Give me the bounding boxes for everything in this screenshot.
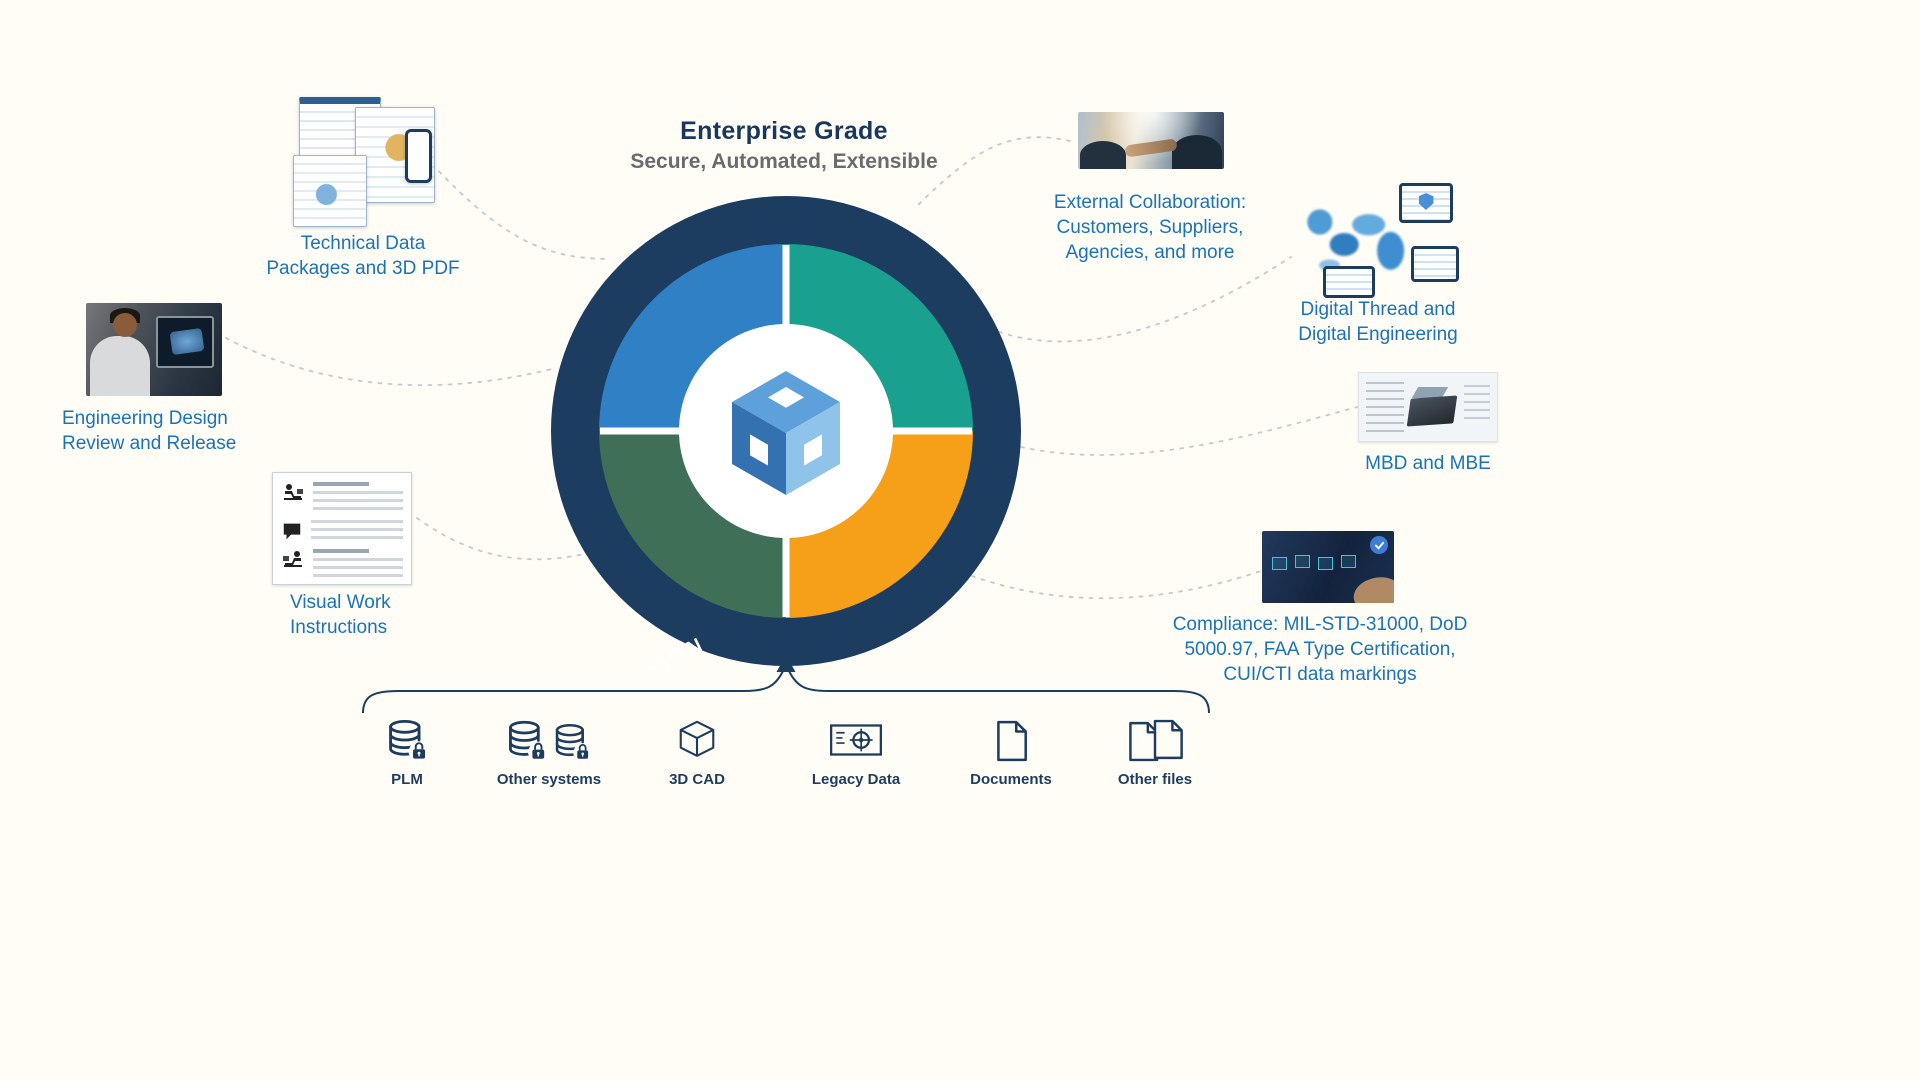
source-label: Documents <box>970 771 1052 788</box>
operator-person-icon <box>283 551 302 567</box>
instruction-row <box>281 520 403 542</box>
source-3d-cad: 3D CAD <box>632 708 762 788</box>
instruction-row <box>281 549 403 580</box>
files-icon <box>1129 719 1183 762</box>
handshake <box>1124 138 1178 158</box>
cad-model <box>169 327 205 356</box>
person-silhouette <box>1172 135 1222 169</box>
callout-compliance: Compliance: MIL-STD-31000, DoD 5000.97, … <box>1160 612 1480 687</box>
instruction-row <box>281 482 403 513</box>
circuit-icon <box>1318 557 1333 570</box>
callout-line: Engineering Design <box>62 408 228 429</box>
callout-line: Customers, Suppliers, <box>1056 217 1244 238</box>
technical-data-thumbnail <box>293 97 441 231</box>
connector-external-collab <box>916 136 1071 207</box>
platform-wheel: INTEGRATIONS COMPOSABLE SECURITY AUTOMAT… <box>551 196 1021 671</box>
callout-line: Visual Work <box>290 592 391 613</box>
callout-line: Packages and 3D PDF <box>266 258 460 279</box>
anark-cube-logo-icon <box>732 371 840 495</box>
callout-line: Digital Engineering <box>1298 324 1458 345</box>
person <box>90 336 150 396</box>
text-lines <box>311 520 403 542</box>
person-head <box>113 313 137 337</box>
source-legacy-data: Legacy Data <box>791 708 921 788</box>
work-instructions-thumbnail <box>272 472 412 585</box>
callout-line: Compliance: MIL-STD-31000, DoD <box>1172 614 1468 635</box>
database-lock-icon <box>389 719 430 762</box>
connector-technical-data <box>431 163 608 260</box>
pcb-model <box>1406 395 1458 427</box>
callout-digital-thread: Digital Thread and Digital Engineering <box>1278 297 1478 347</box>
hand <box>1348 568 1394 603</box>
ring-label-automation: AUTOMATION <box>581 633 705 671</box>
connector-engineering <box>225 337 557 387</box>
callout-line: CUI/CTI data markings <box>1223 664 1417 685</box>
legacy-drawing-icon <box>830 724 882 756</box>
sources-brace <box>362 670 1210 714</box>
tablet-device <box>1411 246 1459 282</box>
source-label: PLM <box>391 771 423 788</box>
chat-bubble-icon <box>283 523 301 540</box>
connector-visual-work <box>416 517 590 561</box>
callout-mbd: MBD and MBE <box>1328 451 1528 476</box>
svg-text:AUTOMATION: AUTOMATION <box>581 633 708 671</box>
connector-digital-thread <box>998 256 1292 343</box>
source-label: Legacy Data <box>811 771 901 788</box>
source-other-systems: Other systems <box>484 708 614 788</box>
callout-line: Instructions <box>290 617 388 638</box>
source-plm: PLM <box>342 708 472 788</box>
callout-line: Digital Thread and <box>1300 299 1456 320</box>
circuit-icon <box>1295 555 1310 568</box>
shield-icon <box>1418 193 1434 210</box>
phone-mockup <box>405 129 432 183</box>
tablet-device <box>1399 183 1453 223</box>
author-person-icon <box>284 484 303 500</box>
callout-line: 5000.97, FAA Type Certification, <box>1184 639 1456 660</box>
text-lines <box>313 482 403 513</box>
page-title: Enterprise Grade <box>680 117 888 145</box>
callout-visual-work: Visual Work Instructions <box>290 590 490 640</box>
compliance-photo <box>1262 531 1394 603</box>
handshake-photo <box>1078 112 1224 169</box>
source-label: Other systems <box>496 771 602 788</box>
databases-lock-icon <box>509 720 594 762</box>
laptop-device <box>1323 266 1375 298</box>
callout-line: Review and Release <box>62 433 237 454</box>
source-documents: Documents <box>946 708 1076 788</box>
drawing-notes <box>1464 385 1490 425</box>
text-lines <box>313 549 403 580</box>
source-other-files: Other files <box>1090 708 1220 788</box>
callout-external-collab: External Collaboration: Customers, Suppl… <box>1035 190 1265 265</box>
check-badge-icon <box>1370 536 1388 554</box>
circuit-icon <box>1341 555 1356 568</box>
connector-compliance <box>971 570 1262 600</box>
callout-line: Technical Data <box>300 233 426 254</box>
connector-mbd <box>1020 406 1358 456</box>
mbd-drawing-thumbnail <box>1358 372 1498 442</box>
circuit-icon <box>1272 557 1287 570</box>
document-icon <box>997 720 1027 762</box>
engineering-photo <box>86 303 222 396</box>
page-subtitle: Secure, Automated, Extensible <box>630 150 938 173</box>
source-label: 3D CAD <box>669 771 725 788</box>
digital-thread-collage <box>1293 183 1459 298</box>
drawing-notes <box>1366 382 1404 432</box>
callout-line: MBD and MBE <box>1365 453 1491 474</box>
callout-line: External Collaboration: <box>1053 192 1247 213</box>
cad-cube-icon <box>679 720 715 757</box>
callout-line: Agencies, and more <box>1065 242 1235 263</box>
screenshot-card <box>293 155 367 227</box>
callout-technical-data: Technical Data Packages and 3D PDF <box>252 231 474 281</box>
callout-engineering: Engineering Design Review and Release <box>62 406 282 456</box>
title-block: Enterprise Grade Secure, Automated, Exte… <box>534 117 1034 174</box>
person-silhouette <box>1080 141 1126 169</box>
source-label: Other files <box>1117 771 1193 788</box>
